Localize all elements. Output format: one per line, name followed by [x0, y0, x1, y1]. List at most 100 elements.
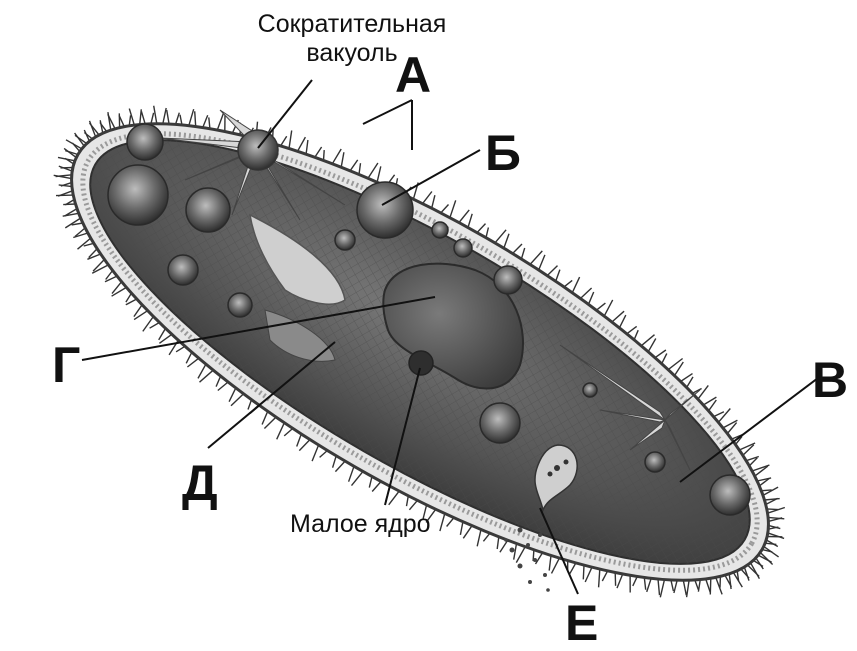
cilium	[495, 230, 506, 243]
cilium	[763, 487, 778, 495]
label-a: А	[395, 50, 431, 100]
cilium	[658, 579, 660, 595]
cilium	[332, 149, 341, 164]
cilium	[78, 238, 91, 249]
cilium	[513, 244, 522, 254]
cilium	[612, 311, 624, 322]
cilium	[504, 234, 509, 248]
cilium	[761, 490, 771, 491]
cilium	[674, 580, 677, 593]
cilium	[306, 140, 308, 154]
cilium	[648, 339, 656, 352]
cilium	[167, 110, 169, 124]
cilium	[389, 491, 400, 505]
cilium	[655, 350, 666, 358]
cilium	[440, 514, 445, 532]
cilium	[602, 571, 607, 581]
cilium	[262, 411, 268, 424]
cilium	[477, 530, 481, 547]
cilium	[299, 440, 310, 451]
cilium	[698, 580, 700, 592]
cilium	[536, 553, 543, 564]
cilium	[450, 200, 456, 217]
cilium	[687, 377, 693, 388]
cilium	[143, 317, 154, 332]
cilium	[229, 388, 236, 402]
cilium	[359, 163, 361, 174]
cilium	[516, 547, 525, 563]
cilium	[596, 303, 605, 310]
cilium	[671, 580, 674, 591]
cilium	[75, 133, 85, 146]
cilium	[617, 574, 623, 588]
cilium	[195, 111, 196, 126]
cilium	[539, 255, 545, 270]
small-nucleus	[409, 351, 433, 375]
cilium	[564, 280, 572, 287]
cilium	[549, 555, 551, 570]
label-d: Д	[182, 458, 218, 508]
cilium	[497, 537, 499, 549]
cilium	[189, 109, 194, 126]
cilium	[459, 210, 469, 223]
cilium	[186, 352, 192, 363]
cilium	[368, 163, 378, 178]
cilium	[409, 500, 417, 509]
cilium	[460, 522, 463, 535]
cilium	[589, 292, 594, 304]
cilium	[627, 326, 637, 333]
cilium	[752, 465, 769, 471]
cilium	[59, 166, 72, 171]
cilium	[500, 540, 508, 552]
cilium	[335, 461, 345, 472]
cilium	[58, 157, 75, 160]
cilium	[277, 423, 285, 440]
cilium	[203, 115, 208, 127]
cilium	[333, 456, 337, 468]
cilium	[134, 311, 148, 320]
cilium	[468, 214, 472, 228]
cilium	[151, 113, 154, 124]
cilium	[297, 434, 302, 447]
cilium	[447, 518, 454, 527]
cilium	[521, 248, 524, 259]
cilium	[176, 113, 180, 125]
cilium	[218, 382, 228, 391]
label-v: В	[812, 355, 848, 405]
cilium	[556, 270, 560, 282]
cilium	[289, 131, 292, 149]
cilium	[760, 552, 772, 564]
cilium	[570, 563, 576, 574]
cilium	[163, 108, 166, 124]
cilium	[463, 526, 472, 539]
cilium	[765, 543, 776, 544]
label-b: Б	[485, 128, 521, 178]
cilium	[483, 533, 490, 541]
cilium	[281, 136, 287, 146]
label-e: Е	[565, 598, 598, 648]
cilium	[141, 111, 145, 124]
cilium	[714, 412, 724, 417]
cilium	[198, 364, 206, 378]
cilium	[552, 558, 560, 573]
cilium	[150, 323, 160, 329]
cilium	[159, 328, 166, 340]
cilium	[248, 400, 252, 410]
cilium	[187, 358, 198, 367]
cilium	[315, 147, 322, 157]
cilium	[718, 409, 730, 423]
cilium	[216, 376, 221, 387]
cilium	[768, 533, 784, 539]
cilium	[217, 113, 223, 130]
cilium	[585, 567, 592, 582]
cilium	[698, 385, 708, 399]
cilium	[284, 428, 293, 436]
cilium	[764, 546, 779, 557]
cilium	[377, 166, 381, 182]
cilium	[647, 578, 652, 592]
cilium	[706, 579, 711, 593]
cilium	[432, 195, 435, 208]
cilium	[514, 544, 517, 560]
cilium	[768, 508, 785, 514]
cilium	[352, 471, 364, 485]
